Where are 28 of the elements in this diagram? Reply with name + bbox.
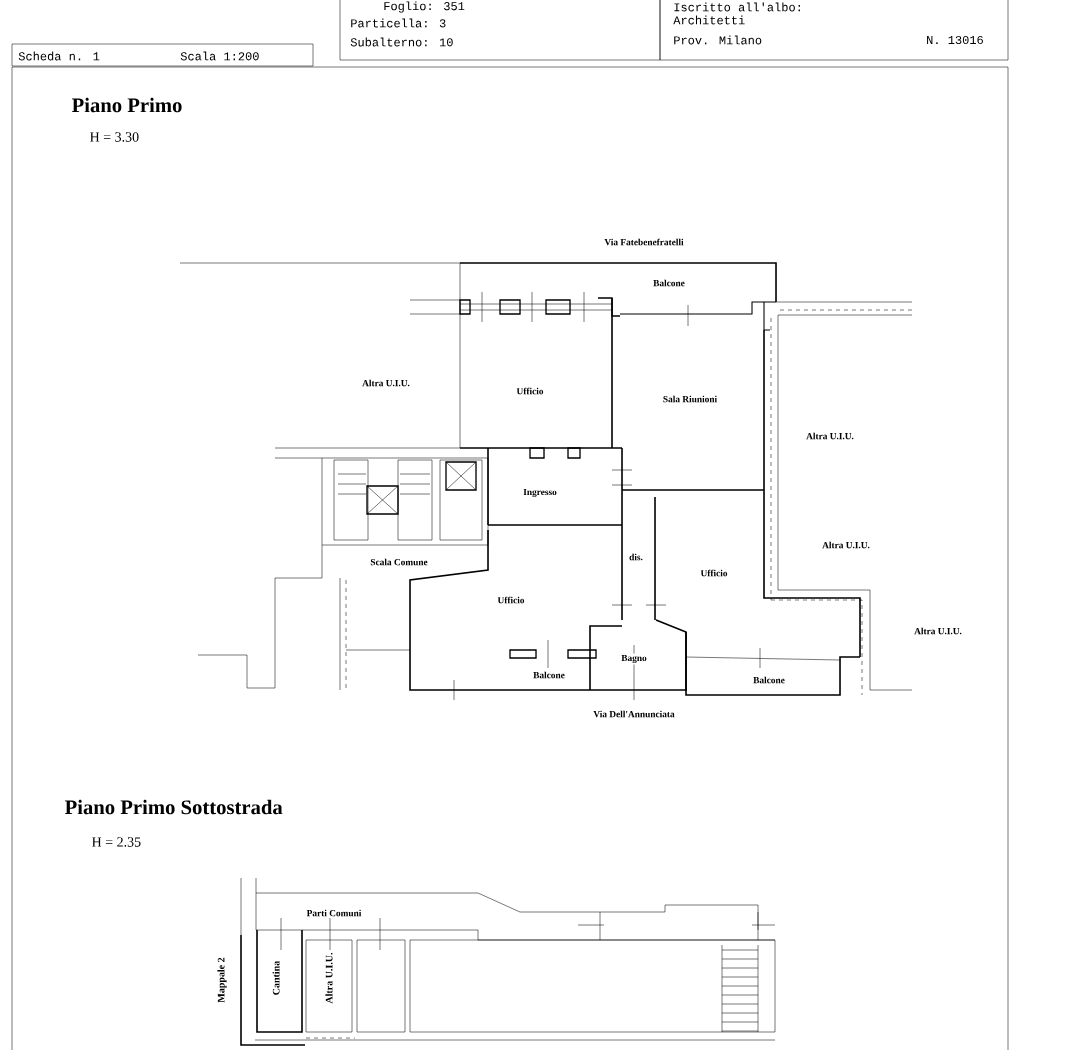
street-label: Via Fatebenefratelli <box>604 238 684 246</box>
room-label: Balcone <box>751 675 787 685</box>
header-box: Foglio: 351 Particella: 3 Subalterno: 10 <box>339 0 661 61</box>
room-label: Ufficio <box>699 568 729 578</box>
room-label: Balcone <box>531 670 567 680</box>
floor-heading: Piano Primo <box>71 97 182 113</box>
room-label: Altra U.I.U. <box>912 626 964 636</box>
height-label: H = 2.35 <box>92 837 141 847</box>
height-label: H = 3.30 <box>90 132 139 142</box>
room-label: dis. <box>627 552 645 562</box>
room-label: Altra U.I.U. <box>324 951 334 1005</box>
room-label: Ufficio <box>515 386 545 396</box>
header-box: Scheda n. 1 Scala 1:200 <box>11 43 314 67</box>
room-label: Sala Riunioni <box>661 394 719 404</box>
room-label: Balcone <box>651 278 687 288</box>
room-label: Cantina <box>271 959 281 997</box>
header-box: Iscritto all'albo: Architetti Prov. Milano N. 13016 <box>659 0 1009 61</box>
room-label: Ingresso <box>521 487 559 499</box>
room-label: Parti Comuni <box>305 908 363 918</box>
room-label: Altra U.I.U. <box>804 431 856 441</box>
room-label: Altra U.I.U. <box>820 540 872 550</box>
room-label: Bagno <box>619 653 649 665</box>
room-label: Altra U.I.U. <box>360 378 412 388</box>
street-label: Via Dell'Annunciata <box>593 710 675 718</box>
room-label: Ufficio <box>496 595 526 605</box>
room-label: Mappale 2 <box>216 956 228 1004</box>
room-label: Scala Comune <box>369 557 429 567</box>
floor-heading: Piano Primo Sottostrada <box>64 799 283 815</box>
